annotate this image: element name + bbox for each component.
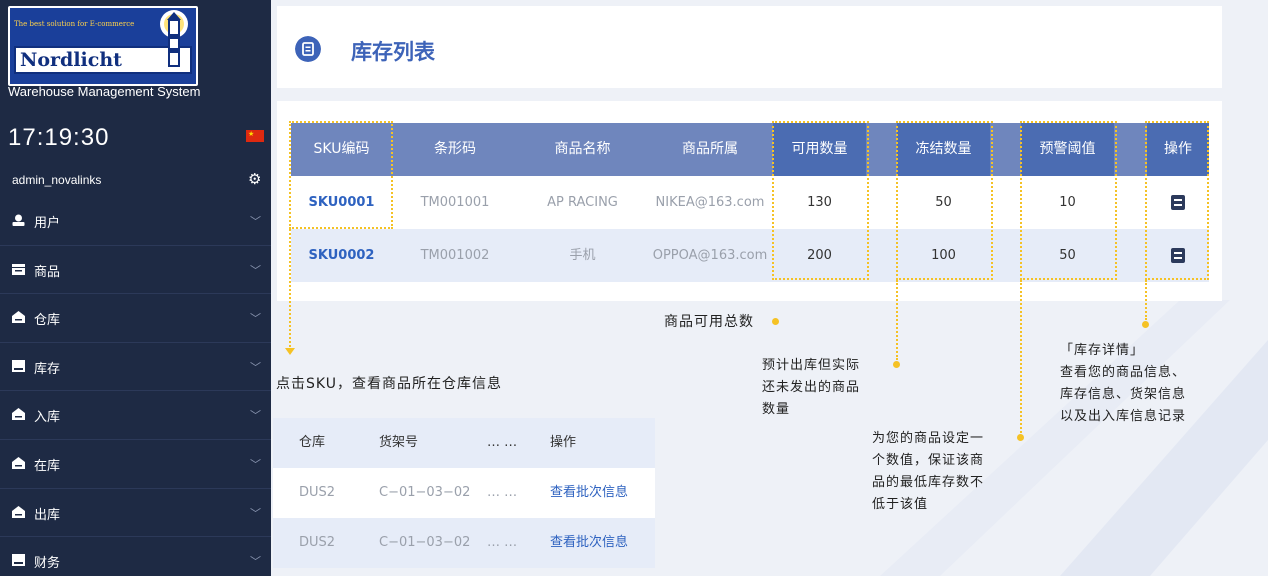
column-header: … … [487, 418, 517, 468]
in-stock-icon [12, 457, 25, 469]
sidebar-item-label: 库存 [34, 358, 60, 377]
column-header: 货架号 [379, 418, 418, 468]
product-owner: NIKEA@163.com [647, 176, 773, 229]
chevron-down-icon: ﹀ [250, 407, 261, 423]
sidebar-item-label: 入库 [34, 406, 60, 425]
connector-line [1020, 280, 1022, 433]
ellipsis: … … [487, 468, 517, 518]
sidebar-item-inventory[interactable]: 库存 ﹀ [0, 343, 271, 392]
arrow-down-icon [285, 348, 295, 355]
sidebar-item-finance[interactable]: 财务 ﹀ [0, 537, 271, 576]
connector-line [1145, 280, 1147, 320]
sidebar-item-label: 在库 [34, 455, 60, 474]
warehouse-code: DUS2 [299, 518, 335, 568]
column-header[interactable]: 条形码 [392, 123, 518, 176]
sidebar-item-label: 仓库 [34, 309, 60, 328]
logo-tagline: The best solution for E-commerce [14, 20, 134, 28]
logo[interactable]: The best solution for E-commerce Nordlic… [8, 6, 198, 86]
sidebar-item-label: 出库 [34, 504, 60, 523]
warehouse-icon [12, 311, 25, 323]
page-title: 库存列表 [351, 36, 435, 66]
ellipsis: … … [487, 518, 517, 568]
finance-icon [12, 554, 25, 566]
sidebar-item-products[interactable]: 商品 ﹀ [0, 246, 271, 295]
warehouse-table: 仓库 货架号 … … 操作 DUS2 C−01−03−02 … … 查看批次信息… [273, 418, 655, 568]
view-batch-link[interactable]: 查看批次信息 [550, 468, 628, 518]
annotation-bullet [772, 318, 779, 325]
barcode: TM001002 [392, 229, 518, 282]
table-row: DUS2 C−01−03−02 … … 查看批次信息 [273, 468, 655, 518]
column-header: 仓库 [299, 418, 325, 468]
highlight-action [1145, 121, 1209, 280]
column-header: 操作 [550, 418, 576, 468]
connector-line [896, 280, 898, 360]
sidebar-item-outbound[interactable]: 出库 ﹀ [0, 489, 271, 538]
chevron-down-icon: ﹀ [250, 213, 261, 229]
product-icon [12, 263, 25, 275]
sku-link[interactable]: SKU0002 [291, 229, 392, 282]
shelf-number: C−01−03−02 [379, 518, 470, 568]
sidebar-item-warehouse[interactable]: 仓库 ﹀ [0, 294, 271, 343]
cn-flag-icon[interactable]: ★ [246, 130, 264, 142]
chevron-down-icon: ﹀ [250, 359, 261, 375]
clock: 17:19:30 [8, 124, 109, 152]
chevron-down-icon: ﹀ [250, 310, 261, 326]
sidebar-item-in-stock[interactable]: 在库 ﹀ [0, 440, 271, 489]
sidebar-item-label: 财务 [34, 552, 60, 571]
sidebar: The best solution for E-commerce Nordlic… [0, 0, 271, 576]
list-icon [295, 36, 321, 62]
product-owner: OPPOA@163.com [647, 229, 773, 282]
logo-subtitle: Warehouse Management System [8, 84, 200, 99]
sidebar-item-users[interactable]: 用户 ﹀ [0, 197, 271, 246]
chevron-down-icon: ﹀ [250, 553, 261, 569]
column-header[interactable]: 商品所属 [647, 123, 773, 176]
background-decoration [760, 300, 1268, 576]
chevron-down-icon: ﹀ [250, 505, 261, 521]
inventory-icon [12, 360, 25, 372]
product-name: AP RACING [518, 176, 647, 229]
view-batch-link[interactable]: 查看批次信息 [550, 518, 628, 568]
chevron-down-icon: ﹀ [250, 456, 261, 472]
annotation-bullet [1142, 321, 1149, 328]
user-row: admin_novalinks ⚙ [0, 160, 271, 200]
shelf-number: C−01−03−02 [379, 468, 470, 518]
annotation-bullet [1017, 434, 1024, 441]
sidebar-item-label: 用户 [34, 212, 60, 231]
annotation-bullet [893, 361, 900, 368]
highlight-threshold [1020, 121, 1117, 280]
annotation-detail: 「库存详情」 查看您的商品信息、 库存信息、货架信息 以及出入库信息记录 [1060, 340, 1186, 428]
annotation-sku: 点击SKU，查看商品所在仓库信息 [276, 373, 502, 395]
barcode: TM001001 [392, 176, 518, 229]
column-header[interactable]: 商品名称 [518, 123, 647, 176]
table-row: DUS2 C−01−03−02 … … 查看批次信息 [273, 518, 655, 568]
product-name: 手机 [518, 229, 647, 282]
connector-line [289, 229, 291, 347]
chevron-down-icon: ﹀ [250, 262, 261, 278]
page-header: 库存列表 [277, 6, 1222, 88]
sidebar-menu: 用户 ﹀ 商品 ﹀ 仓库 ﹀ 库存 ﹀ 入库 ﹀ 在库 ﹀ [0, 197, 271, 576]
annotation-available: 商品可用总数 [664, 311, 754, 333]
username: admin_novalinks [12, 173, 101, 187]
highlight-frozen [896, 121, 993, 280]
gear-icon[interactable]: ⚙ [248, 170, 261, 188]
annotation-threshold: 为您的商品设定一 个数值，保证该商 品的最低库存数不 低于该值 [872, 428, 984, 516]
outbound-icon [12, 506, 25, 518]
user-icon [12, 214, 25, 226]
sidebar-item-label: 商品 [34, 261, 60, 280]
annotation-frozen: 预计出库但实际 还未发出的商品 数量 [762, 355, 860, 421]
table-header: 仓库 货架号 … … 操作 [273, 418, 655, 468]
highlight-sku [289, 121, 393, 229]
inbound-icon [12, 408, 25, 420]
warehouse-code: DUS2 [299, 468, 335, 518]
highlight-available [772, 121, 869, 280]
lighthouse-icon [156, 8, 192, 72]
sidebar-item-inbound[interactable]: 入库 ﹀ [0, 391, 271, 440]
